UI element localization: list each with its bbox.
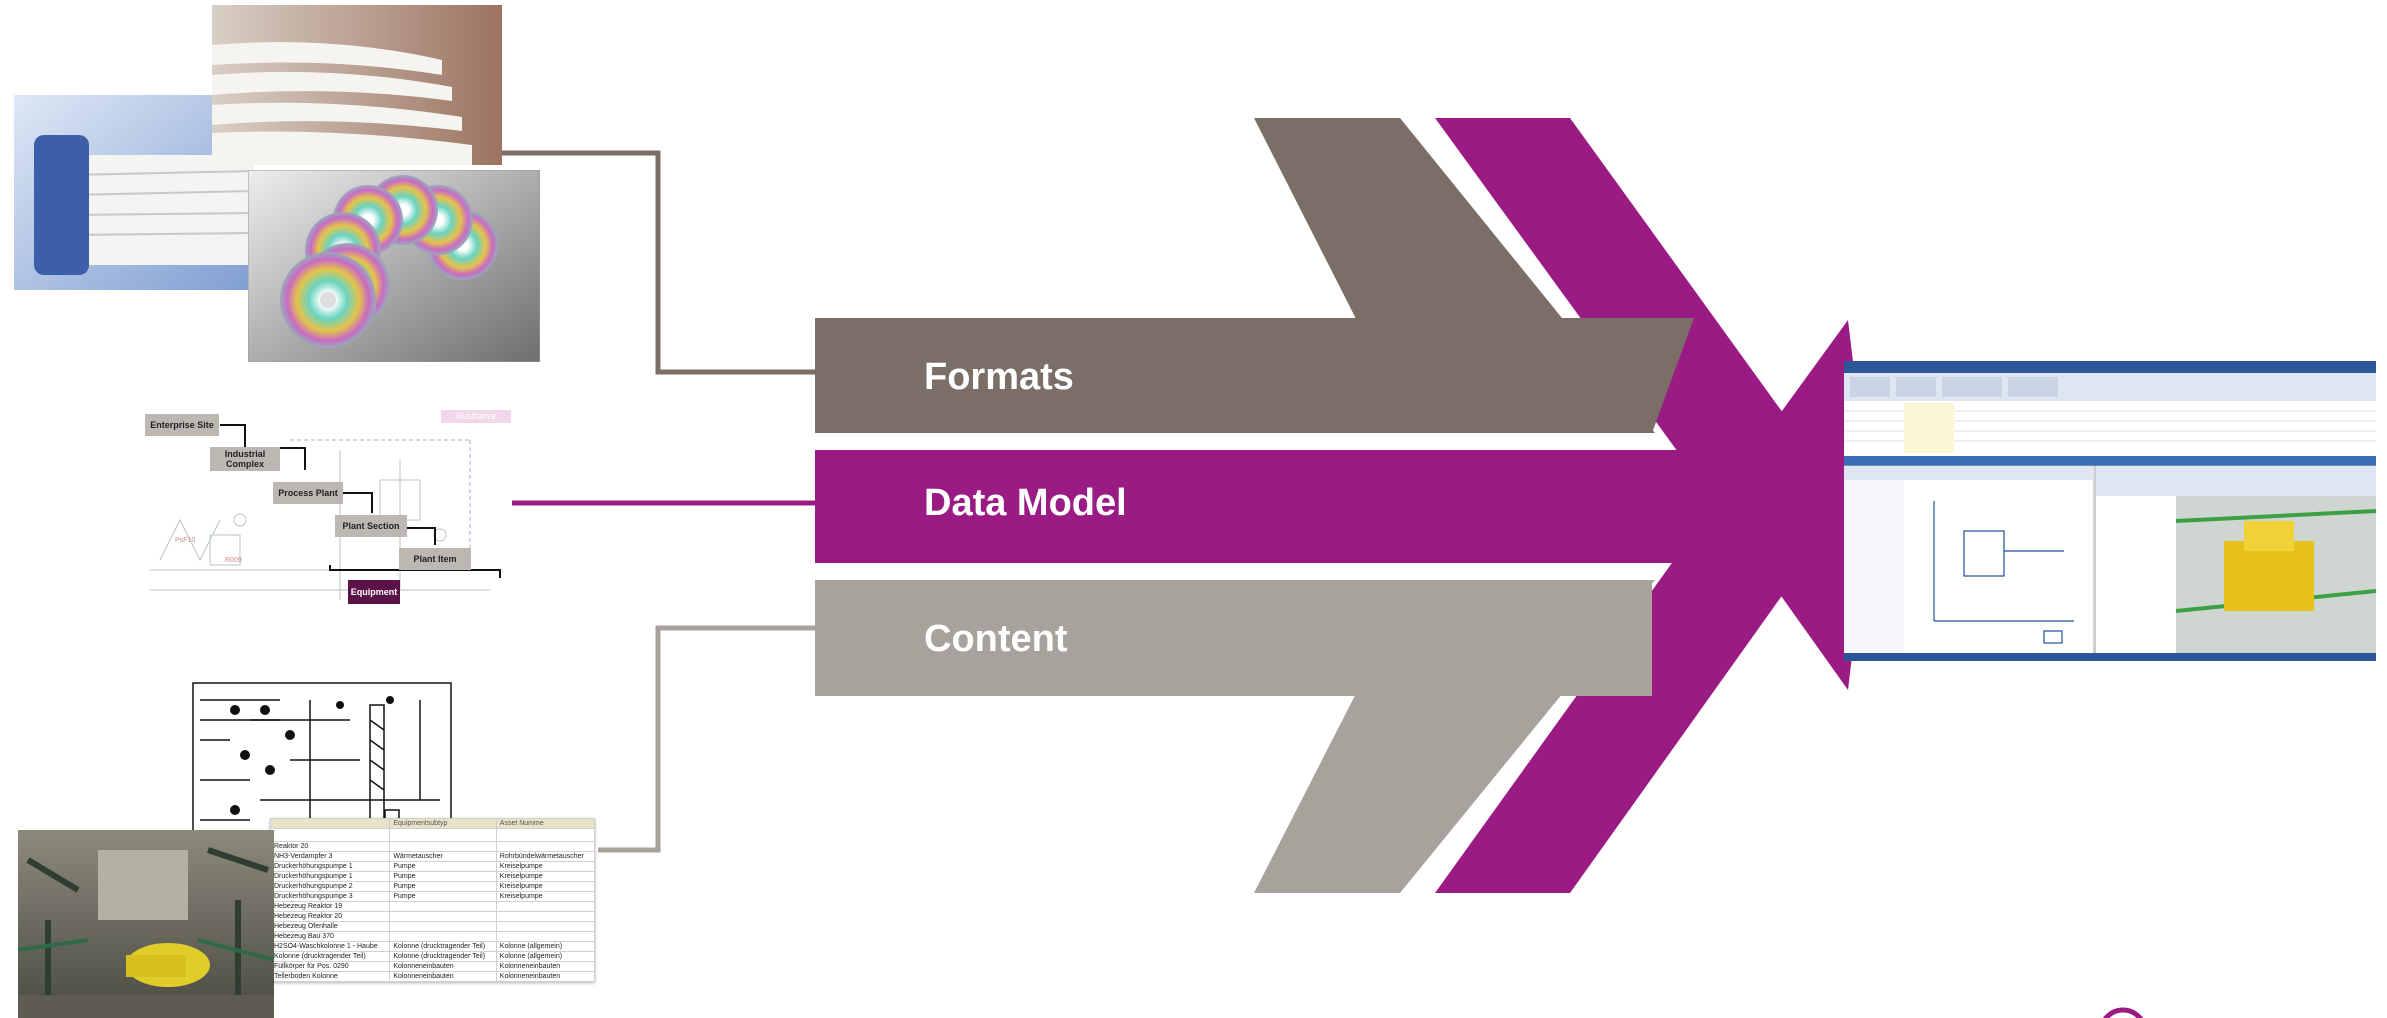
hier-process-plant: Process Plant (273, 482, 343, 504)
hier-plant-item: Plant Item (399, 548, 471, 570)
table-header-row: Equipmentsubtyp Asset Numme (269, 818, 596, 829)
table-header: Equipmentsubtyp (389, 818, 497, 829)
table-row: Kolonne (drucktragender Teil)Kolonne (dr… (269, 951, 596, 962)
illustrative-tag: Illustrative (441, 410, 511, 423)
corner-logo-fragment (2102, 1007, 2144, 1018)
table-header: Asset Numme (495, 818, 596, 829)
band-formats (815, 318, 1694, 433)
cd-discs-image (248, 170, 540, 362)
paper-stack-image (212, 5, 502, 165)
hier-enterprise-site: Enterprise Site (145, 414, 219, 436)
hier-equipment: Equipment (348, 580, 400, 604)
band-label-data-model: Data Model (924, 482, 1127, 524)
hierarchy-connectors (220, 424, 501, 578)
software-screenshot-image (1844, 361, 2376, 661)
hier-industrial-complex: Industrial Complex (210, 447, 280, 471)
table-row: Hebezeug Bau 370 (269, 931, 596, 942)
svg-text:PsF10: PsF10 (175, 537, 195, 544)
band-label-content: Content (924, 618, 1068, 660)
table-row: Hebezeug Ofenhalle (269, 921, 596, 932)
connector-content (598, 625, 815, 853)
band-data-model (815, 450, 1848, 563)
plant-photo-image (18, 830, 274, 1018)
connector-formats (500, 150, 815, 375)
hier-plant-section: Plant Section (335, 515, 407, 537)
band-content (815, 580, 1652, 696)
svg-text:R009: R009 (225, 557, 242, 564)
equipment-table: Equipmentsubtyp Asset Numme Reaktor 20 N… (269, 818, 596, 982)
table-row: Hebezeug Reaktor 19 (269, 901, 596, 912)
band-label-formats: Formats (924, 356, 1074, 398)
table-row: Reaktor 20 (269, 841, 596, 852)
table-row: Hebezeug Reaktor 20 (269, 911, 596, 922)
table-header (269, 818, 391, 829)
